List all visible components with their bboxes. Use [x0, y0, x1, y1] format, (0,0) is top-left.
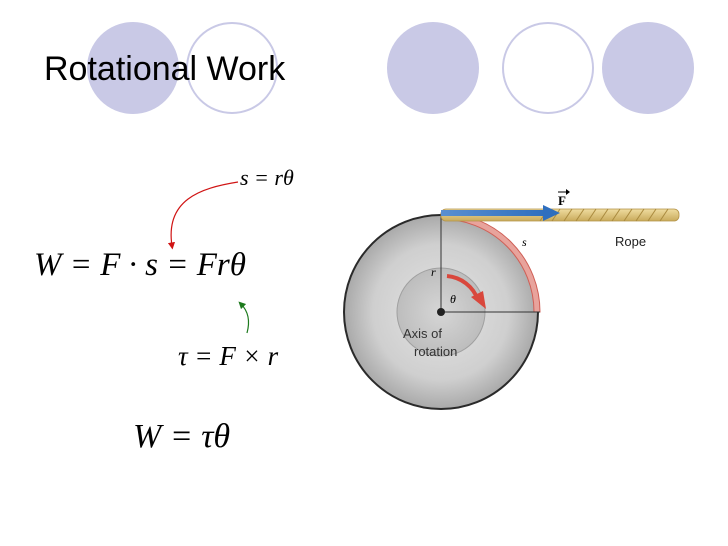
work-torque-equation: W = τθ: [133, 418, 231, 455]
decor-circle-3: [387, 22, 479, 114]
axis-dot: [437, 308, 445, 316]
force-arrowhead: [543, 205, 560, 221]
theta-arrowhead: [471, 291, 486, 309]
angle-label: θ: [450, 292, 456, 306]
green-arrow: [238, 301, 250, 334]
radius-label: r: [431, 265, 436, 279]
axis-label-line2: rotation: [414, 344, 457, 359]
decor-circle-1: [87, 22, 179, 114]
force-label: F: [558, 193, 566, 208]
axis-label-line1: Axis of: [403, 326, 442, 341]
decor-circle-4: [502, 22, 594, 114]
work-force-equation: W = F · s = Frθ: [34, 247, 246, 283]
rope-label: Rope: [615, 234, 646, 249]
decor-circle-5: [602, 22, 694, 114]
arc-length-equation: s = rθ: [240, 165, 294, 190]
decor-circle-2: [186, 22, 278, 114]
slide-title: Rotational Work: [44, 50, 286, 88]
torque-equation: τ = F × r: [178, 341, 279, 371]
force-arrow-shaft: [441, 210, 545, 216]
force-vector-bar-tip: [566, 189, 570, 195]
red-arrow: [167, 181, 239, 250]
arc-label: s: [522, 235, 527, 249]
